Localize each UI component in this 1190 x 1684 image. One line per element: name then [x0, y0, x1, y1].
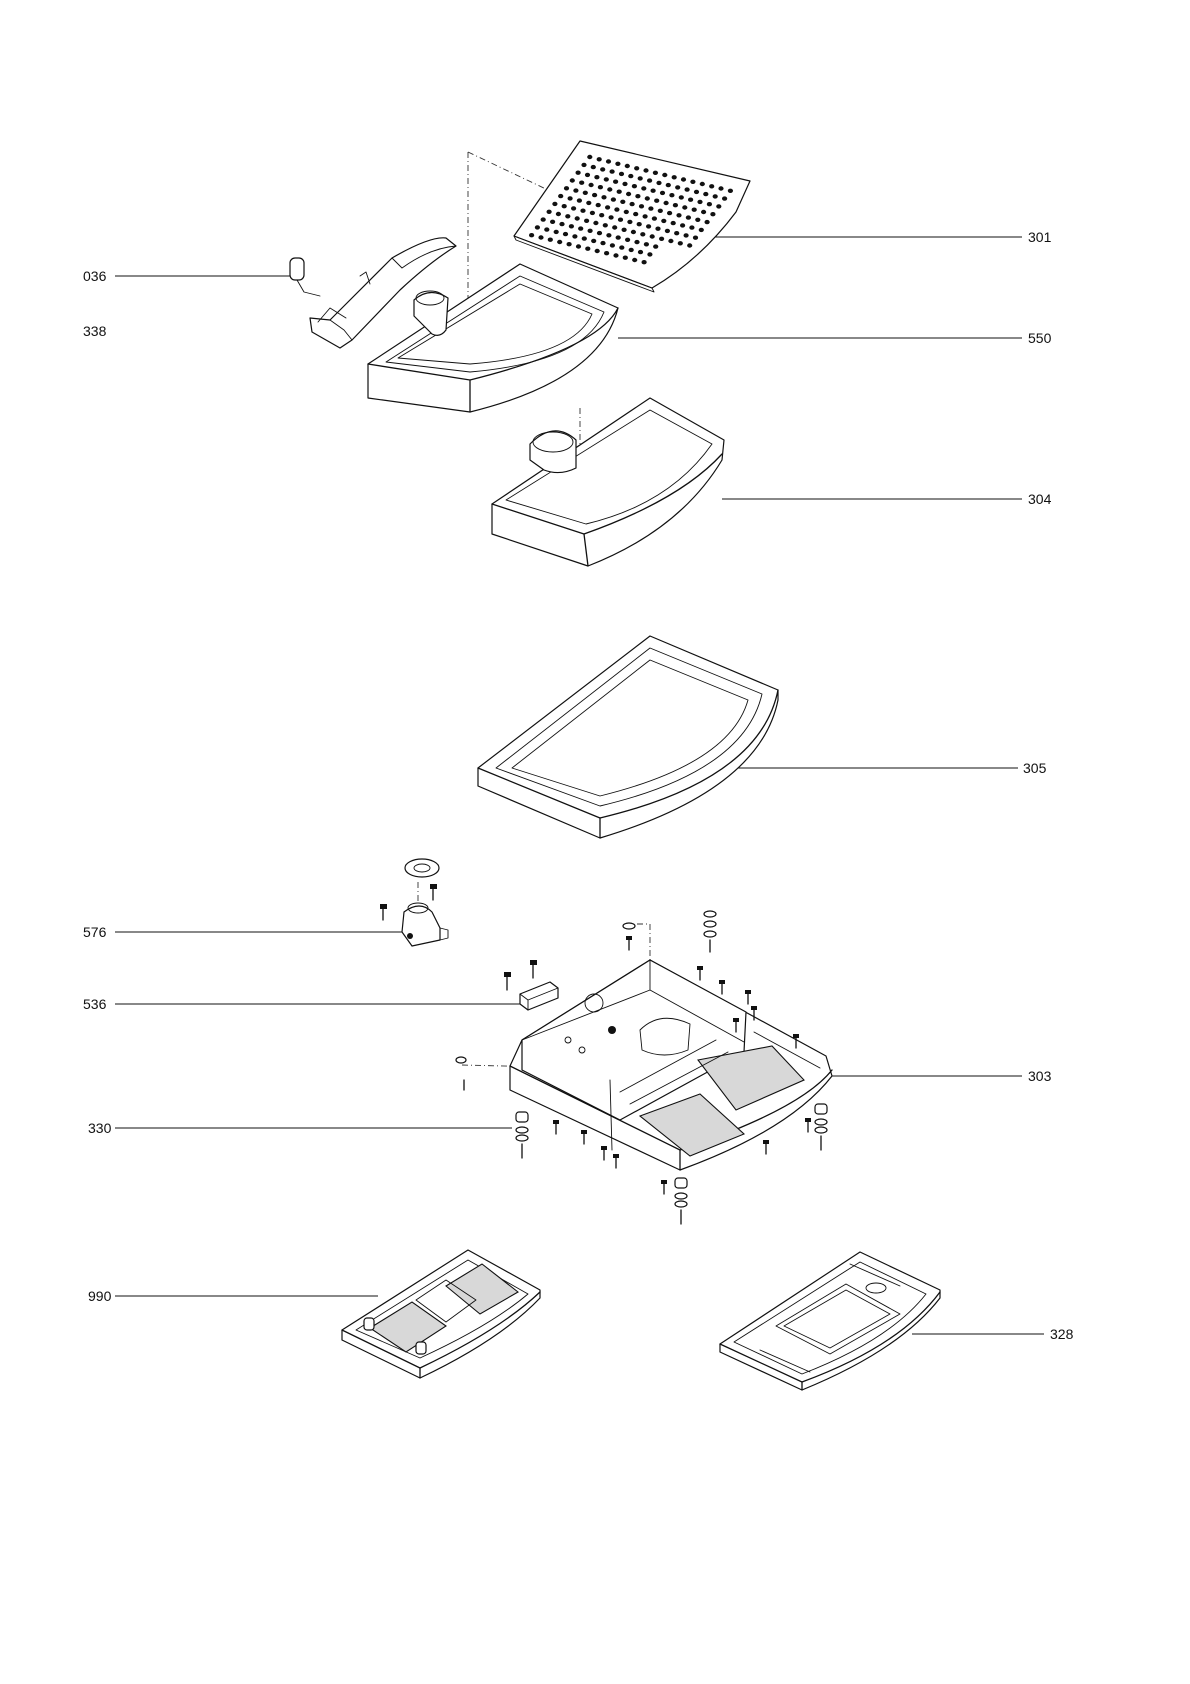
- label-338: 338: [83, 323, 107, 339]
- label-576: 576: [83, 924, 107, 940]
- label-301: 301: [1028, 229, 1052, 245]
- chassis-fasteners: [455, 910, 828, 1225]
- part-536-clip: [504, 960, 559, 1011]
- part-304-inner-tray: [491, 397, 725, 567]
- label-303: 303: [1028, 1068, 1052, 1084]
- label-536: 536: [83, 996, 107, 1012]
- leader-lines: [115, 236, 1044, 1335]
- part-576-valve: [380, 858, 449, 947]
- label-550: 550: [1028, 330, 1052, 346]
- label-305: 305: [1023, 760, 1047, 776]
- label-304: 304: [1028, 491, 1052, 507]
- part-550-drip-tray: [367, 263, 619, 413]
- part-328-bottom-plate: [719, 1251, 941, 1391]
- label-990: 990: [88, 1288, 112, 1304]
- label-328: 328: [1050, 1326, 1074, 1342]
- part-990-cover-plate: [341, 1249, 541, 1379]
- label-036: 036: [83, 268, 107, 284]
- part-303-chassis: [509, 959, 833, 1171]
- part-305-base-tray: [477, 635, 779, 839]
- part-036-button: [289, 257, 321, 297]
- label-330: 330: [88, 1120, 112, 1136]
- part-301-drip-grid: [513, 140, 751, 293]
- part-338-side-handle: [309, 237, 457, 349]
